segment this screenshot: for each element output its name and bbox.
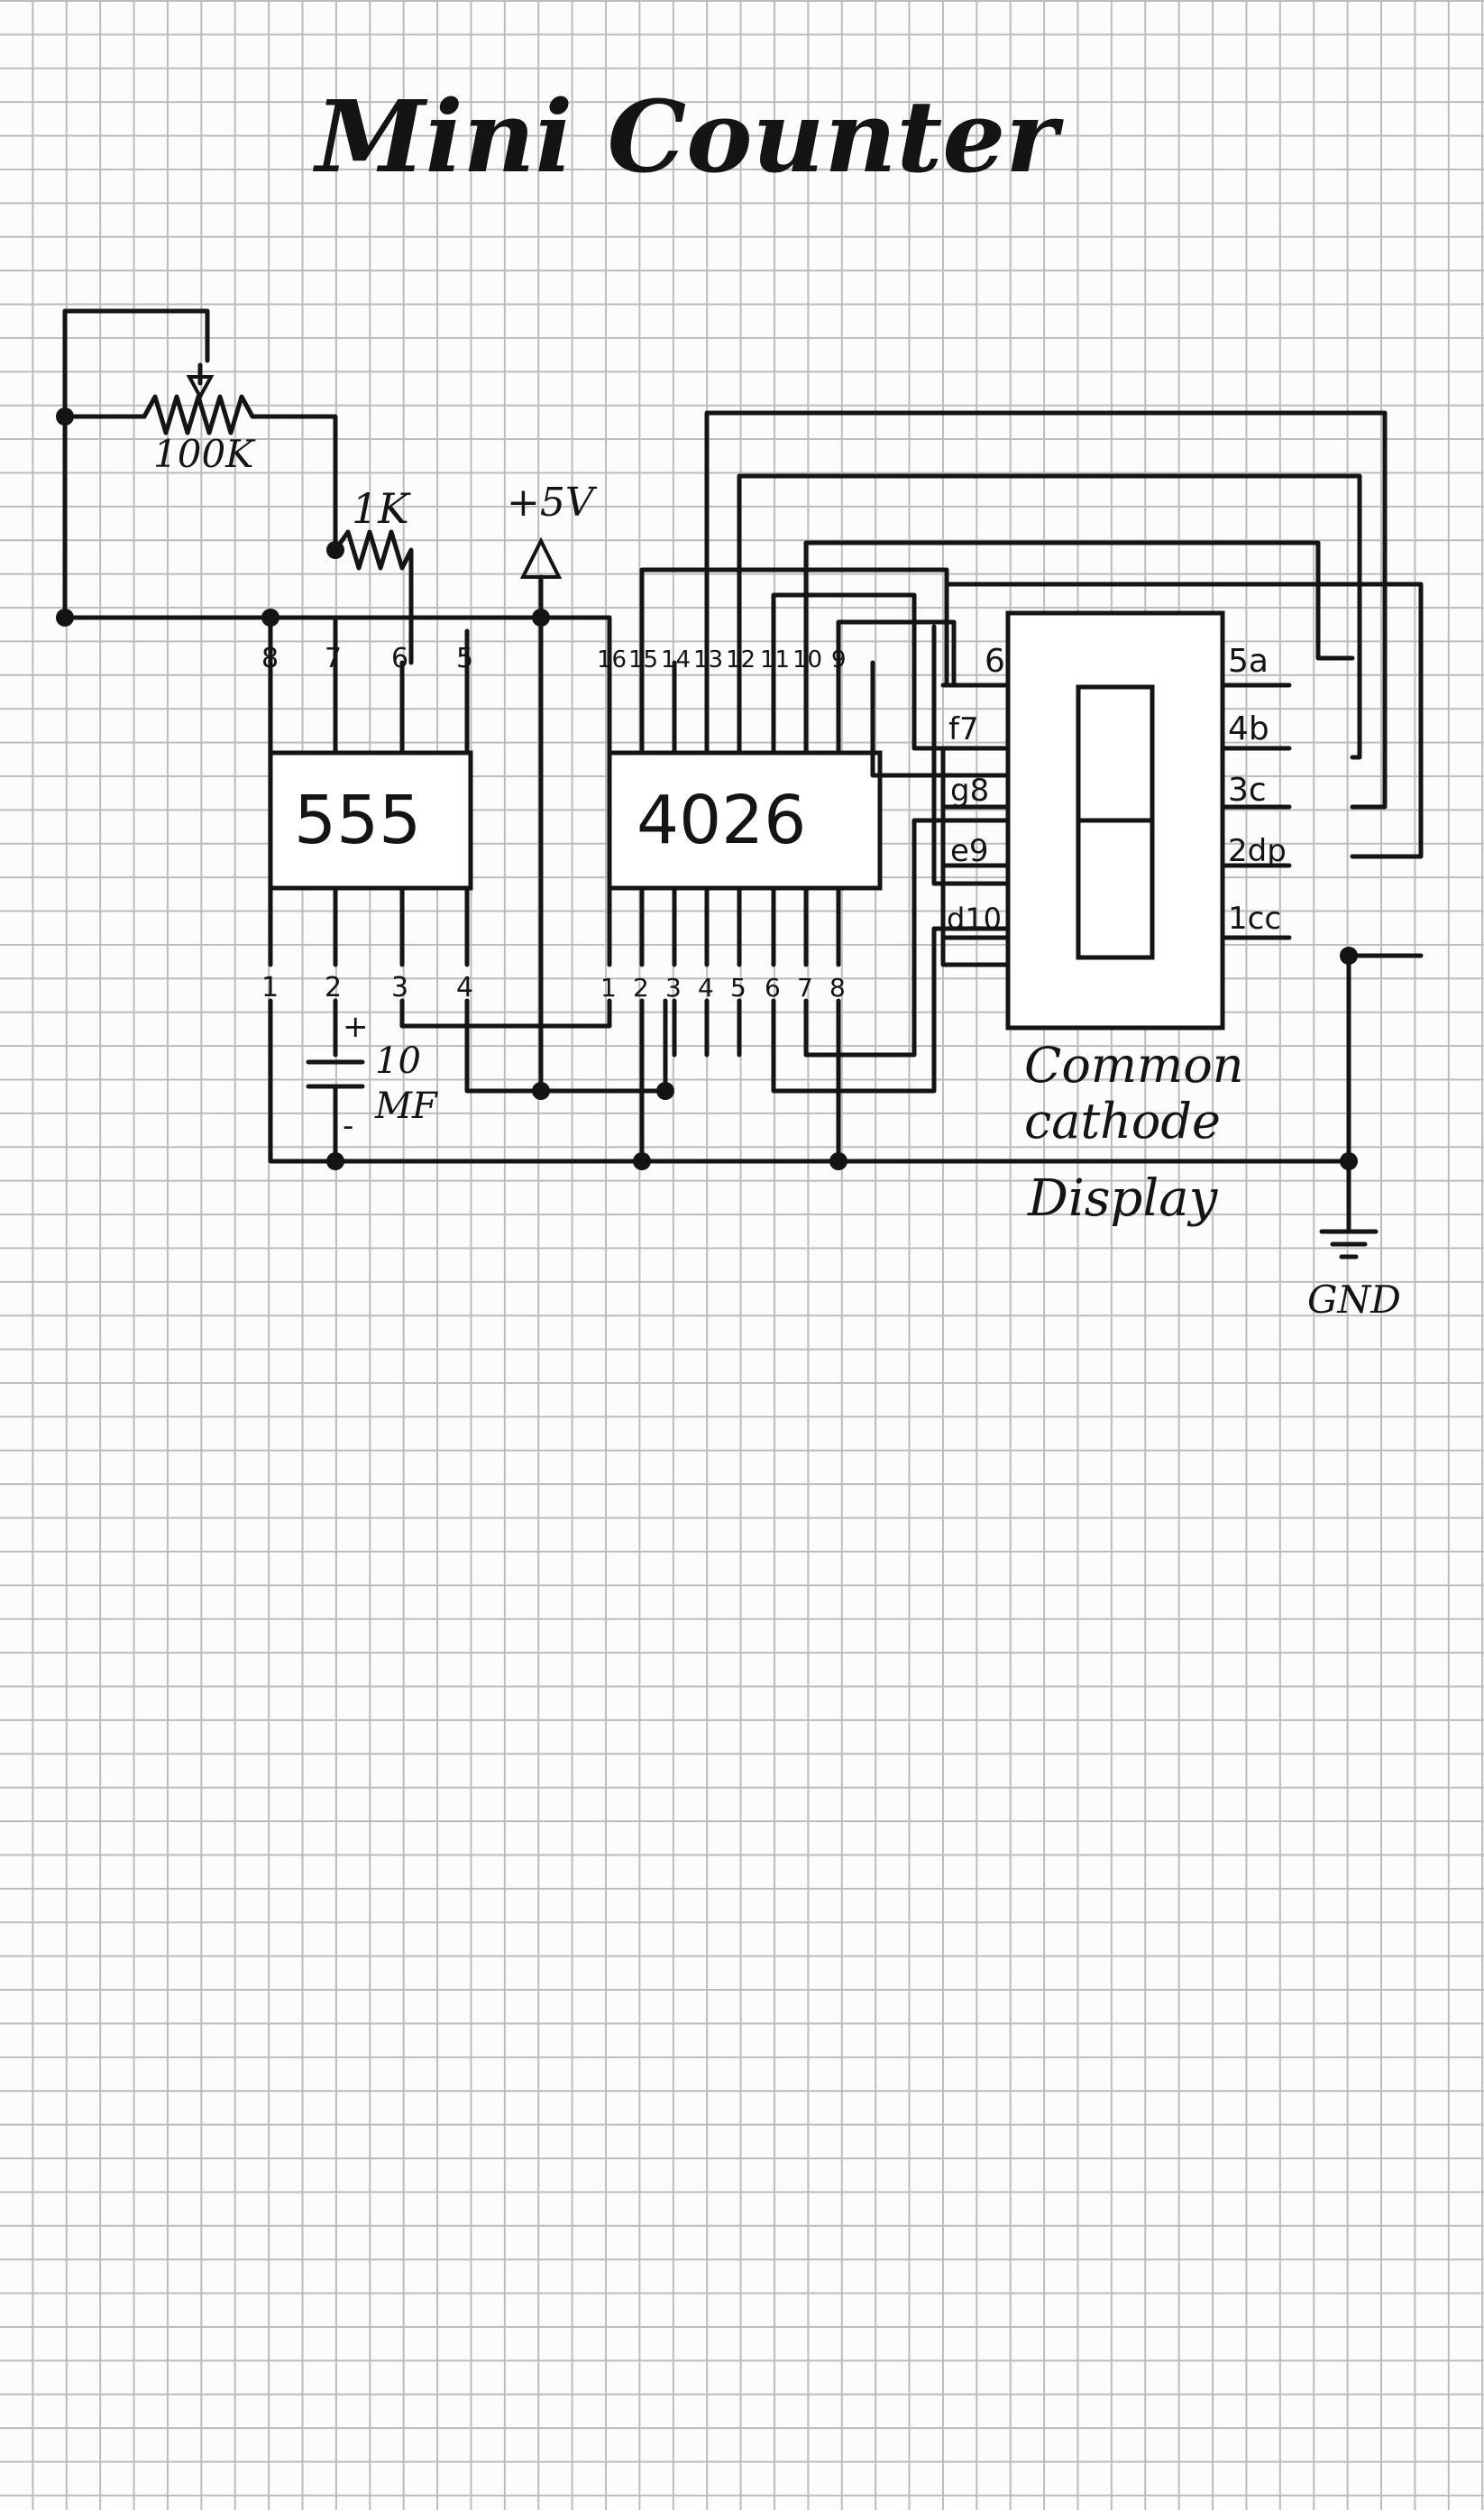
counter-bottom-wiring xyxy=(633,818,1011,1170)
timer-pin-4: 4 xyxy=(456,972,473,1003)
counter-pin-6: 6 xyxy=(765,973,781,1003)
timer-ic-label: 555 xyxy=(294,782,421,859)
ground-symbol xyxy=(1319,947,1379,1260)
counter-pin-4: 4 xyxy=(698,973,714,1003)
display-pin-3c: 3c xyxy=(1228,772,1267,809)
counter-ic-4026 xyxy=(607,750,883,891)
timer-pin-3: 3 xyxy=(391,972,408,1003)
resistor-label: 1K xyxy=(352,484,411,533)
segment-wiring xyxy=(639,410,1424,958)
ground-label: GND xyxy=(1307,1278,1401,1322)
counter-pin-3: 3 xyxy=(665,973,682,1003)
timer-pins xyxy=(268,660,470,967)
vcc-label: +5V xyxy=(507,480,598,526)
display-pin-d10: d10 xyxy=(947,902,1002,936)
display-segments xyxy=(1076,684,1155,960)
counter-pin-7: 7 xyxy=(797,973,813,1003)
capacitor-minus: - xyxy=(343,1108,353,1144)
counter-pin-2: 2 xyxy=(633,973,649,1003)
display-pin-2dp: 2dp xyxy=(1228,833,1287,869)
junction-dot xyxy=(56,408,74,426)
counter-pin-5: 5 xyxy=(730,973,747,1003)
display-pin-f7: f7 xyxy=(948,711,979,747)
timer-pin-2: 2 xyxy=(325,972,342,1003)
counter-pin-8: 8 xyxy=(829,973,846,1003)
capacitor-unit: MF xyxy=(374,1086,438,1127)
display-pin-1cc: 1cc xyxy=(1228,901,1281,937)
vcc-supply xyxy=(519,536,612,1094)
junction-dot xyxy=(326,541,344,559)
counter-pin-1: 1 xyxy=(600,973,617,1003)
timer-pin-6: 6 xyxy=(391,643,408,674)
counter-pins xyxy=(607,628,841,967)
display-pin-e9: e9 xyxy=(950,833,989,869)
display-label-line3: Display xyxy=(1027,1169,1219,1228)
display-pin-g8: g8 xyxy=(950,773,989,809)
pot-label: 100K xyxy=(153,432,256,476)
junction-dot xyxy=(261,609,279,627)
display-label-line2: cathode xyxy=(1024,1093,1221,1150)
display-pin-6: 6 xyxy=(985,643,1005,680)
timing-network xyxy=(56,308,612,665)
counter-ic-label: 4026 xyxy=(637,782,806,859)
capacitor-plus: + xyxy=(343,1009,369,1045)
display-pin-4b: 4b xyxy=(1228,710,1269,747)
timer-pin-8: 8 xyxy=(261,643,279,674)
timer-pin-7: 7 xyxy=(325,643,342,674)
timer-pin-1: 1 xyxy=(261,972,279,1003)
display-pin-5a: 5a xyxy=(1228,643,1269,680)
counter-pin-16: 16 xyxy=(597,646,627,673)
counter-pin-14: 14 xyxy=(661,646,691,673)
capacitor-value: 10 xyxy=(375,1040,421,1082)
display-label-line1: Common xyxy=(1024,1037,1244,1094)
display-pin-boxes xyxy=(940,682,1292,967)
timer-pin-5: 5 xyxy=(456,643,473,674)
timer-ic-555 xyxy=(268,750,473,891)
junction-dot xyxy=(56,609,74,627)
page-title: Mini Counter xyxy=(312,78,1064,195)
